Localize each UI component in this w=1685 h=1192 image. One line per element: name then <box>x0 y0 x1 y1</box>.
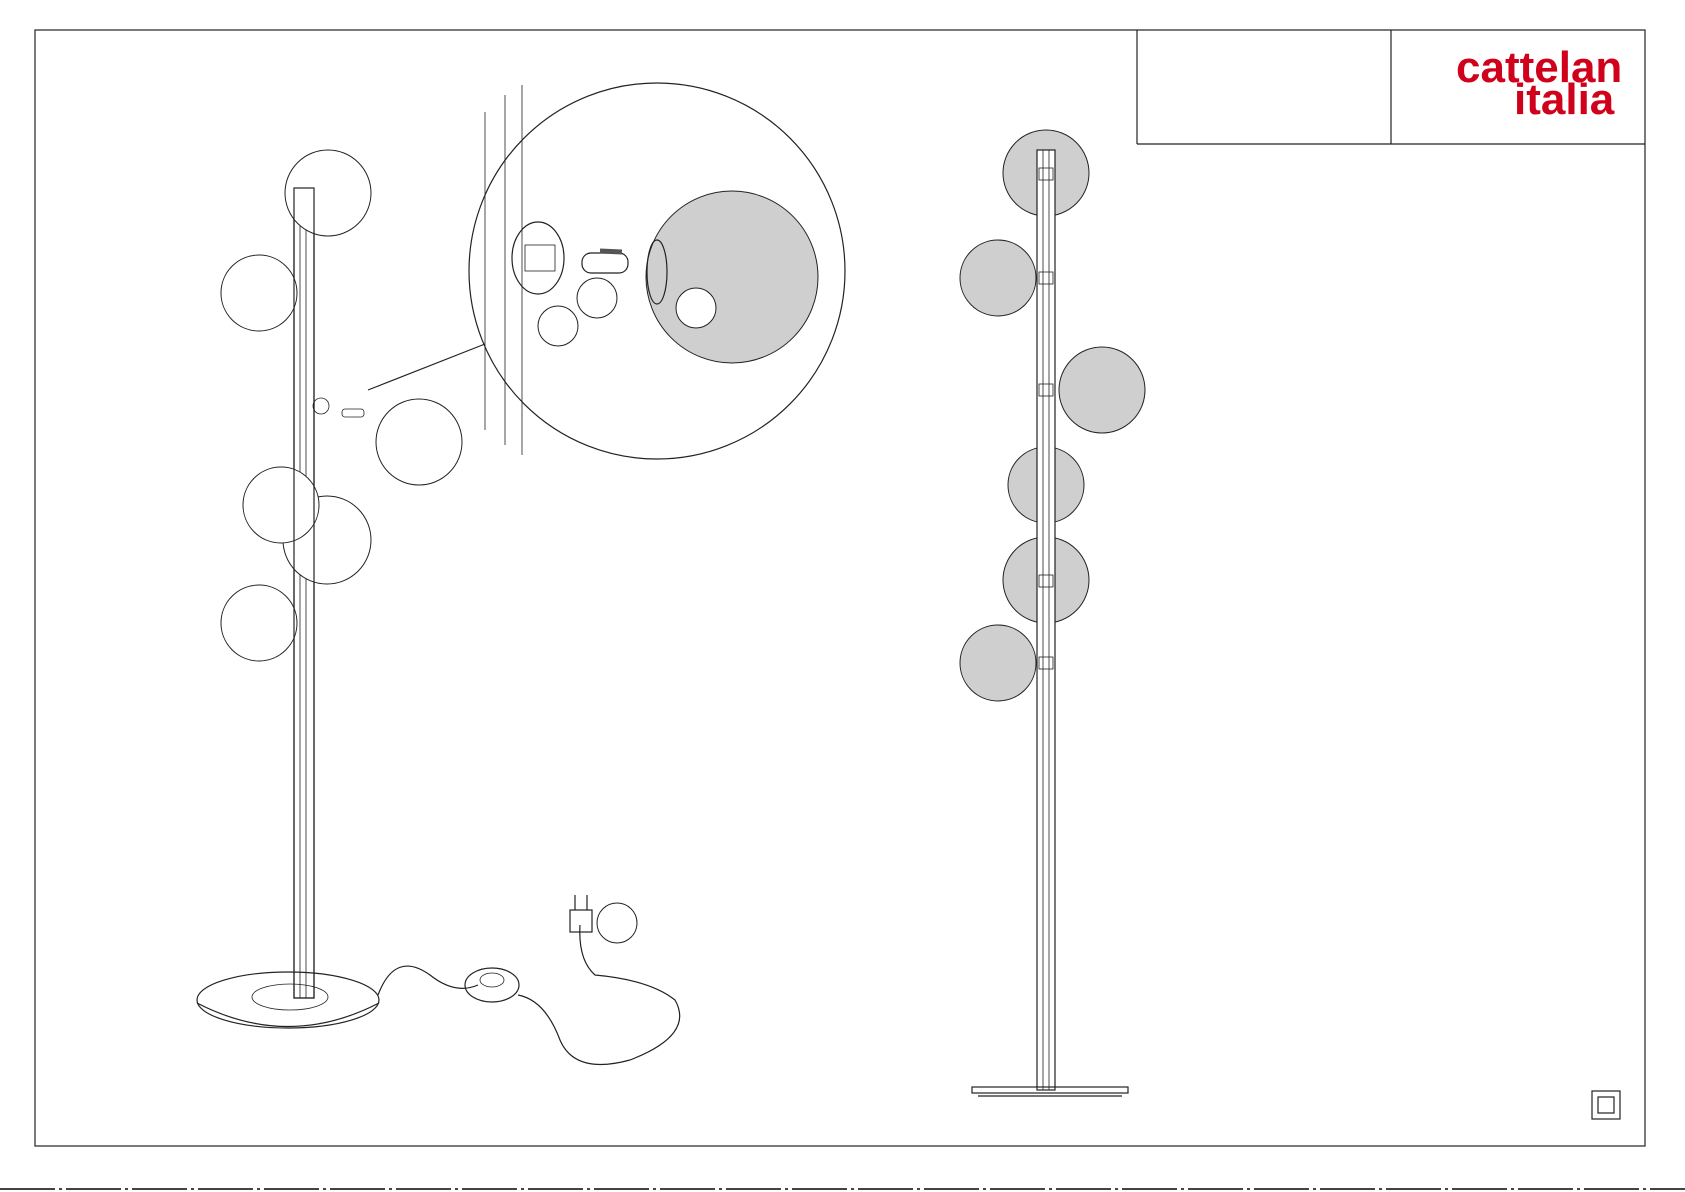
front-globe-3 <box>1059 347 1145 433</box>
arrow-insert-bulb <box>600 251 622 252</box>
bulb-small <box>342 409 364 417</box>
power-plug <box>570 910 592 932</box>
globe-5 <box>243 467 319 543</box>
lamp-front-view <box>960 130 1145 1096</box>
callout-screw <box>538 306 578 346</box>
lamp-pole <box>294 188 314 998</box>
front-globe-6 <box>960 625 1036 701</box>
globe-6 <box>221 585 297 661</box>
callout-globe <box>676 288 716 328</box>
bulb-socket <box>512 222 564 294</box>
class-ii-symbol <box>1592 1091 1620 1119</box>
globe-2 <box>221 255 297 331</box>
globe-3-detached <box>376 399 462 485</box>
callout-plug <box>597 903 637 943</box>
power-cable <box>378 966 478 995</box>
socket-small <box>313 398 329 414</box>
detail-magnifier <box>469 83 845 459</box>
lamp-base <box>197 972 379 1028</box>
front-pole <box>1037 150 1055 1090</box>
callout-socket <box>577 278 617 318</box>
front-globe-2 <box>960 240 1036 316</box>
brand-logo: cattelan italia <box>1456 43 1622 124</box>
globe-1 <box>285 150 371 236</box>
detail-leader-line <box>368 344 485 390</box>
logo-line-2: italia <box>1514 75 1615 124</box>
sheet-frame <box>35 30 1645 1146</box>
g9-bulb <box>582 253 628 273</box>
detail-globe <box>646 191 818 363</box>
